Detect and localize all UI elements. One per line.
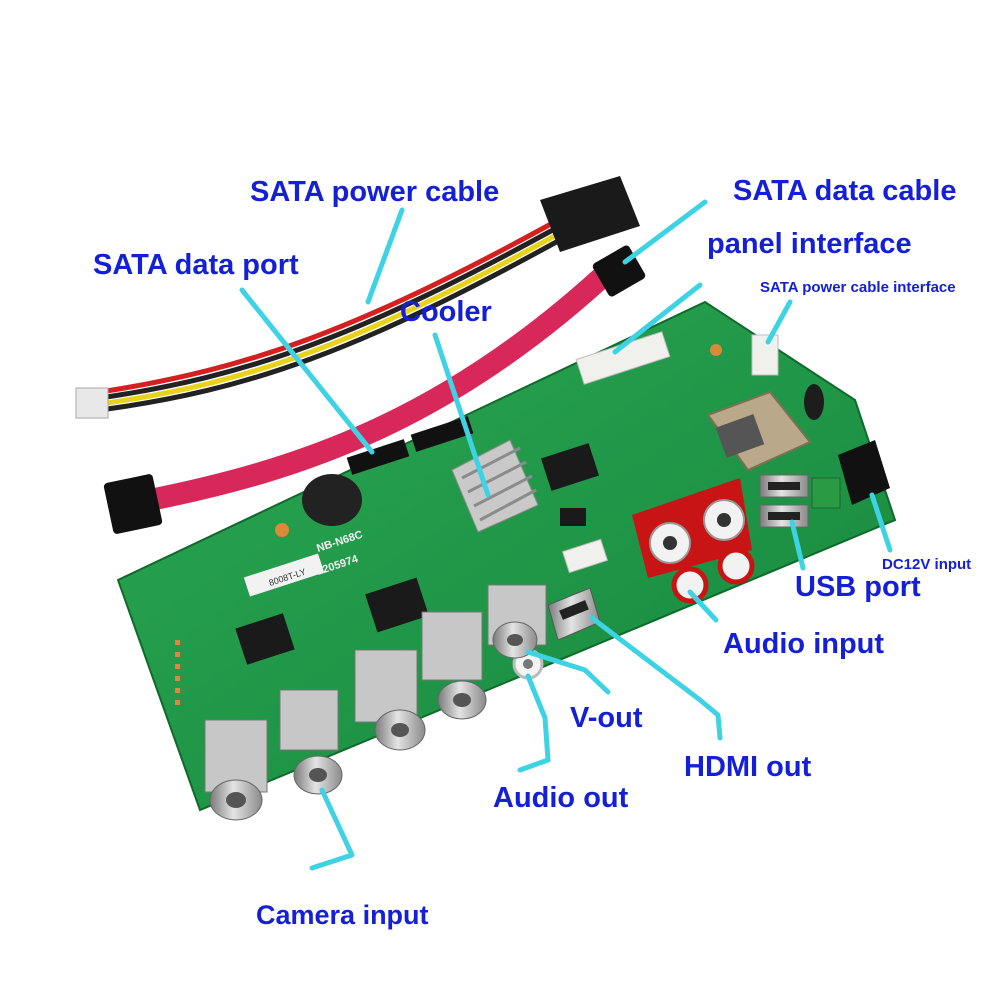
rca-audio-inputs [632,478,755,604]
pcb-board [116,300,897,812]
label-usb-port: USB port [795,571,921,603]
sata-power-connector [540,176,640,252]
sata-power-cable [75,176,640,419]
label-sata-data-cable: SATA data cable [733,175,957,207]
board-sticker [243,553,325,597]
label-audio-out: Audio out [493,782,629,814]
hdmi-port [547,587,601,641]
bnc-connector [421,611,487,720]
leader-camera-input [309,787,355,871]
bnc-connector [279,689,343,795]
leader-sata-data-port [239,287,375,455]
leader-panel-interface [612,282,703,355]
leader-audio-out [517,673,551,773]
label-audio-input: Audio input [723,628,885,660]
leader-v-out [525,649,611,695]
label-v-out: V-out [570,702,643,734]
leader-cooler [432,332,491,498]
label-sata-data-port: SATA data port [93,249,299,281]
sata-power-interface-connector [751,334,779,376]
leader-audio-input [687,589,719,623]
dc-jack [811,440,890,509]
bnc-connector [487,584,547,659]
bnc-connector [204,719,268,821]
label-sata-power-cable: SATA power cable [250,176,500,208]
leader-sata-power-interface [765,299,793,345]
leader-hdmi-out [589,615,723,741]
label-cooler: Cooler [400,296,492,328]
label-sata-power-cable-interface: SATA power cable interface [760,279,956,296]
label-panel-interface: panel interface [707,228,912,260]
leader-sata-power-cable [365,207,405,305]
panel-interface-connector [575,331,671,385]
heatsink [451,439,539,533]
leader-lines [239,199,893,871]
label-hdmi-out: HDMI out [684,751,812,783]
label-camera-input: Camera input [256,900,429,930]
coin-battery [302,474,362,526]
usb-ports [759,474,809,528]
pin-header [175,640,180,705]
rj45-port [706,390,812,472]
bnc-camera-inputs [204,584,547,821]
sata-data-ports [346,416,474,475]
label-dc12v-input: DC12V input [882,556,972,573]
leader-dc12v-input [869,492,893,553]
leader-usb-port [789,519,806,571]
bnc-connector [354,649,426,751]
leader-sata-data-cable [622,199,708,265]
